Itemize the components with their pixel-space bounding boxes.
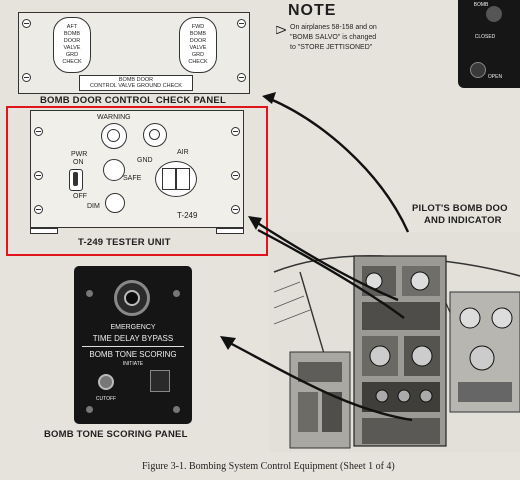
mode-selector-switch[interactable] xyxy=(155,161,197,197)
dim-knob[interactable] xyxy=(105,193,125,213)
screw xyxy=(34,171,43,180)
pwr-label: PWR xyxy=(71,151,88,158)
dim-label: DIM xyxy=(87,203,100,210)
figure-caption: Figure 3-1. Bombing System Control Equip… xyxy=(142,461,395,472)
right-panel-label-bomb: BOMB xyxy=(473,2,489,8)
test-knob[interactable] xyxy=(103,159,125,181)
gnd-label: GND xyxy=(137,157,153,164)
note: NOTE On airplanes 58-158 and on "BOMB SA… xyxy=(268,2,418,62)
initiate-label: INITIATE xyxy=(122,361,144,367)
bomb-door-name-plate: BOMB DOOR CONTROL VALVE GROUND CHECK xyxy=(79,75,193,91)
cutoff-label: CUTOFF xyxy=(95,396,117,402)
fwd-valve-indicator: FWD BOMB DOOR VALVE GRD CHECK xyxy=(179,17,217,73)
right-panel-knob xyxy=(486,6,502,22)
bomb-door-check-panel: AFT BOMB DOOR VALVE GRD CHECK FWD BOMB D… xyxy=(18,12,250,94)
screw xyxy=(34,127,43,136)
arrow-head-icon xyxy=(220,336,236,350)
screw-dark xyxy=(86,406,93,413)
screw xyxy=(22,19,31,28)
air-label: AIR xyxy=(177,149,189,156)
scoring-label: BOMB TONE SCORING xyxy=(89,350,177,359)
bomb-tone-scoring-panel: EMERGENCY TIME DELAY BYPASS BOMB TONE SC… xyxy=(74,266,192,424)
cockpit-illustration xyxy=(270,232,520,452)
note-line-3: to "STORE JETTISONED" xyxy=(290,44,373,51)
fwd-window-line: CHECK xyxy=(188,59,208,65)
screw-dark xyxy=(173,290,180,297)
safe-label: SAFE xyxy=(123,175,142,182)
screw xyxy=(237,19,246,28)
bypass-push-button[interactable] xyxy=(114,280,150,316)
emergency-label: EMERGENCY xyxy=(110,324,156,331)
panel-divider xyxy=(82,346,184,347)
warning-light xyxy=(101,123,127,149)
mount-bracket-right xyxy=(216,228,244,234)
screw xyxy=(231,127,240,136)
screw xyxy=(231,171,240,180)
right-panel-light xyxy=(470,62,486,78)
aft-window-line: BOMB xyxy=(63,31,81,37)
right-control-panel: BOMB CLOSED OPEN xyxy=(458,0,520,88)
pilots-panel-title-line-1: PILOT'S BOMB DOO xyxy=(412,203,508,214)
secondary-light xyxy=(143,123,167,147)
model-label: T-249 xyxy=(177,211,198,220)
bypass-label: TIME DELAY BYPASS xyxy=(92,334,174,343)
on-label: ON xyxy=(73,159,84,166)
tester-highlight-box xyxy=(6,106,268,256)
bomb-tone-panel-title: BOMB TONE SCORING PANEL xyxy=(44,429,188,440)
plate-line-1: BOMB DOOR xyxy=(118,77,154,83)
aft-window-line: AFT xyxy=(66,24,78,30)
fwd-window-line: VALVE xyxy=(189,45,207,51)
fwd-window-line: GRD xyxy=(191,52,205,58)
arrow-to-bomb-door-panel xyxy=(267,96,410,233)
plate-line-2: CONTROL VALVE GROUND CHECK xyxy=(90,83,182,89)
fwd-window-line: FWD xyxy=(191,24,205,30)
right-panel-label-closed: CLOSED xyxy=(474,34,496,40)
screw xyxy=(22,73,31,82)
aft-window-line: VALVE xyxy=(63,45,81,51)
arrow-head-icon xyxy=(262,92,276,104)
pilots-panel-title-line-2: AND INDICATOR xyxy=(424,215,502,226)
fwd-window-line: BOMB xyxy=(189,31,207,37)
note-line-2: "BOMB SALVO" is changed xyxy=(290,34,377,41)
off-label: OFF xyxy=(73,193,87,200)
mount-bracket-left xyxy=(30,228,58,234)
power-toggle-switch[interactable] xyxy=(69,169,83,191)
screw-dark xyxy=(173,406,180,413)
right-panel-label-open: OPEN xyxy=(487,74,503,80)
scoring-indicator-light xyxy=(150,370,170,392)
bomb-door-panel-title: BOMB DOOR CONTROL CHECK PANEL xyxy=(40,95,226,106)
fwd-window-line: DOOR xyxy=(189,38,207,44)
aft-window-line: CHECK xyxy=(62,59,82,65)
note-line-1: On airplanes 58-158 and on xyxy=(290,24,377,31)
initiate-toggle-switch[interactable] xyxy=(98,374,114,390)
aft-valve-indicator: AFT BOMB DOOR VALVE GRD CHECK xyxy=(53,17,91,73)
screw xyxy=(231,205,240,214)
tester-unit-title: T-249 TESTER UNIT xyxy=(78,237,171,248)
warning-label: WARNING xyxy=(97,114,131,121)
screw xyxy=(34,205,43,214)
note-marker-icon xyxy=(276,26,286,34)
note-title: NOTE xyxy=(288,2,337,19)
aft-window-line: GRD xyxy=(65,52,79,58)
aft-window-line: DOOR xyxy=(63,38,81,44)
screw xyxy=(237,73,246,82)
screw-dark xyxy=(86,290,93,297)
tester-unit-panel: WARNING PWR ON OFF DIM GND AIR SAFE T-24… xyxy=(30,110,244,228)
